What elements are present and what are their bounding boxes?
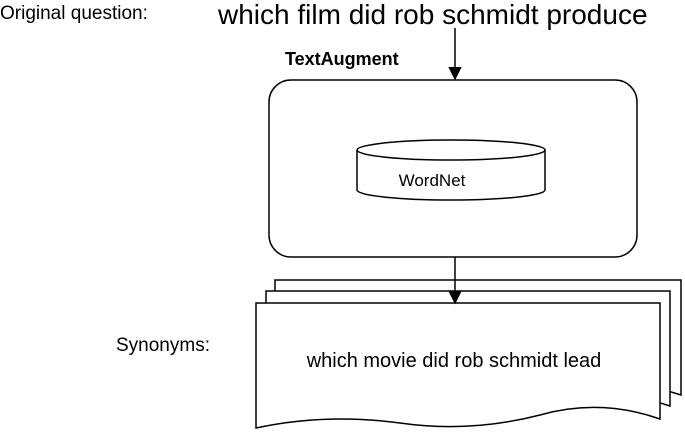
original-question-text: which film did rob schmidt produce bbox=[218, 0, 648, 30]
wordnet-label: WordNet bbox=[398, 171, 466, 190]
textaugment-title: TextAugment bbox=[285, 49, 399, 69]
synonyms-label: Synonyms: bbox=[116, 335, 210, 356]
synonyms-text: which movie did rob schmidt lead bbox=[306, 350, 602, 372]
original-question-label: Original question: bbox=[0, 3, 148, 24]
wordnet-database-icon bbox=[356, 139, 546, 201]
document-front bbox=[255, 302, 661, 429]
synonyms-documents-stack bbox=[255, 279, 682, 429]
